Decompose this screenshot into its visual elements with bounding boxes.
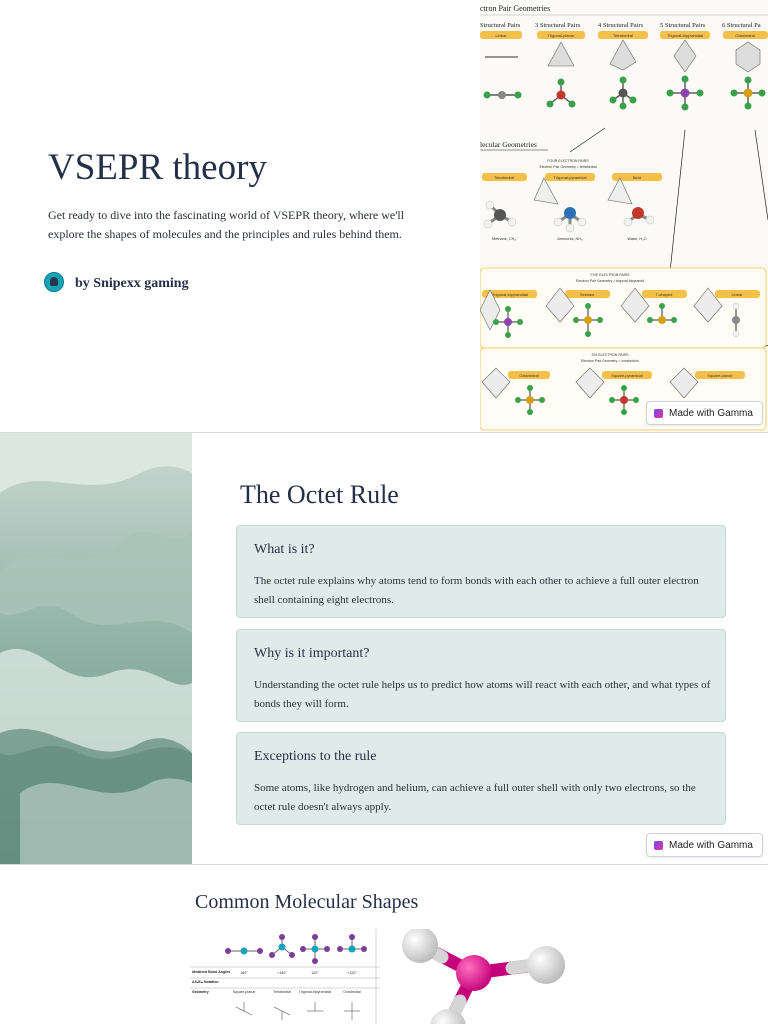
- mol-name-water: Water, H₂O: [627, 237, 646, 241]
- six-pairs-label: SIX ELECTRON PAIRS: [592, 353, 630, 357]
- tag-octahedral: Octahedral: [735, 33, 755, 38]
- author-name: by Snipexx gaming: [75, 276, 189, 291]
- slide-common-molecular-shapes: Common Molecular Shapes Idealized Bond A…: [0, 865, 768, 1024]
- angle-3: 120°: [311, 971, 319, 975]
- badge-label: Made with Gamma: [669, 839, 753, 851]
- angle-1: 180°: [240, 971, 248, 975]
- made-with-gamma-badge[interactable]: Made with Gamma: [646, 833, 763, 857]
- author-byline: by Snipexx gaming: [44, 272, 189, 292]
- col-header-4: 5 Structural Pairs: [660, 22, 706, 29]
- gamma-logo-icon: [654, 408, 663, 418]
- tag-tetrahedral: Tetrahedral: [613, 33, 633, 38]
- water-molecule-3d-image: [390, 929, 580, 1024]
- tag-trigonal-planar: Trigonal-planar: [548, 33, 575, 38]
- six-tag-square-planar: Square-planar: [707, 373, 733, 378]
- vsepr-geometry-chart-image: ctron Pair Geometries Structural Pairs 3…: [480, 0, 768, 432]
- geometry-1: Square-planar: [233, 990, 257, 994]
- six-pairs-geometry: Electron Pair Geometry = octahedron: [581, 359, 639, 363]
- geometry-2: Tetrahedral: [273, 990, 291, 994]
- badge-label: Made with Gamma: [669, 407, 753, 419]
- tag-trigonal-bipyramidal: Trigonal-bipyramidal: [667, 33, 703, 38]
- five-tag-trigonal-bipyramidal: Trigonal-bipyramidal: [492, 292, 528, 297]
- card-text: Some atoms, like hydrogen and helium, ca…: [254, 782, 696, 813]
- table-label-angles: Idealized Bond Angles: [192, 970, 230, 974]
- six-tag-octahedral: Octahedral: [519, 373, 539, 378]
- mol-name-ammonia: Ammonia, NH₃: [557, 237, 583, 241]
- card-text: The octet rule explains why atoms tend t…: [254, 575, 699, 606]
- col-header-1: Structural Pairs: [480, 22, 521, 29]
- five-tag-seesaw: Seesaw: [580, 292, 594, 297]
- geometry-4: Octahedral: [343, 990, 361, 994]
- chart-header: ctron Pair Geometries: [480, 4, 550, 13]
- molecular-shapes-table-image: Idealized Bond Angles AXₙEₘ Notation Geo…: [190, 929, 380, 1024]
- slide-title: VSEPR theory: [48, 147, 267, 188]
- angle-4: <120°: [347, 971, 357, 975]
- four-pairs-geometry: Electron Pair Geometry = tetrahedral: [539, 165, 596, 169]
- mol-tag-trigonal-pyramidal: Trigonal-pyramidal: [554, 175, 587, 180]
- gamma-logo-icon: [654, 840, 663, 850]
- col-header-3: 4 Structural Pairs: [598, 22, 644, 29]
- avatar: [44, 272, 64, 292]
- card-heading: What is it?: [254, 542, 315, 557]
- intro-text: Get ready to dive into the fascinating w…: [48, 208, 405, 241]
- five-pairs-label: FIVE ELECTRON PAIRS: [590, 273, 630, 277]
- table-label-geometry: Geometry: [192, 990, 209, 994]
- tag-linear: Linear: [495, 33, 507, 38]
- col-header-5: 6 Structural Pa: [722, 22, 761, 29]
- col-header-2: 3 Structural Pairs: [535, 22, 581, 29]
- slide-title: Common Molecular Shapes: [195, 891, 419, 913]
- five-tag-linear: Linear: [731, 292, 743, 297]
- mol-name-methane: Methane, CH₄: [492, 237, 516, 241]
- card-heading: Exceptions to the rule: [254, 749, 377, 764]
- angle-2: <180°: [277, 971, 287, 975]
- made-with-gamma-badge[interactable]: Made with Gamma: [646, 401, 763, 425]
- five-pairs-geometry: Electron Pair Geometry = trigonal-bipyra…: [576, 279, 644, 283]
- section-molecular-geometries: lecular Geometries: [480, 140, 537, 149]
- slide-title: The Octet Rule: [240, 480, 399, 509]
- table-label-notation: AXₙEₘ Notation: [192, 980, 219, 984]
- card-what-is-it: What is it? The octet rule explains why …: [236, 525, 726, 618]
- mol-tag-tetrahedral: Tetrahedral: [494, 175, 514, 180]
- card-heading: Why is it important?: [254, 646, 370, 661]
- abstract-waves-image: [0, 433, 192, 864]
- card-why-important: Why is it important? Understanding the o…: [236, 629, 726, 722]
- six-tag-square-pyramidal: Square-pyramidal: [611, 373, 643, 378]
- five-tag-t-shaped: T-shaped: [656, 292, 673, 297]
- mol-tag-bent: Bent: [633, 175, 642, 180]
- card-text: Understanding the octet rule helps us to…: [254, 679, 711, 710]
- slide-vsepr-theory: VSEPR theory Get ready to dive into the …: [0, 0, 768, 433]
- card-exceptions: Exceptions to the rule Some atoms, like …: [236, 732, 726, 825]
- geometry-3: Trigonal-bipyramidal: [299, 990, 332, 994]
- slide-octet-rule: The Octet Rule What is it? The octet rul…: [0, 433, 768, 865]
- four-pairs-label: FOUR ELECTRON PAIRS: [547, 159, 589, 163]
